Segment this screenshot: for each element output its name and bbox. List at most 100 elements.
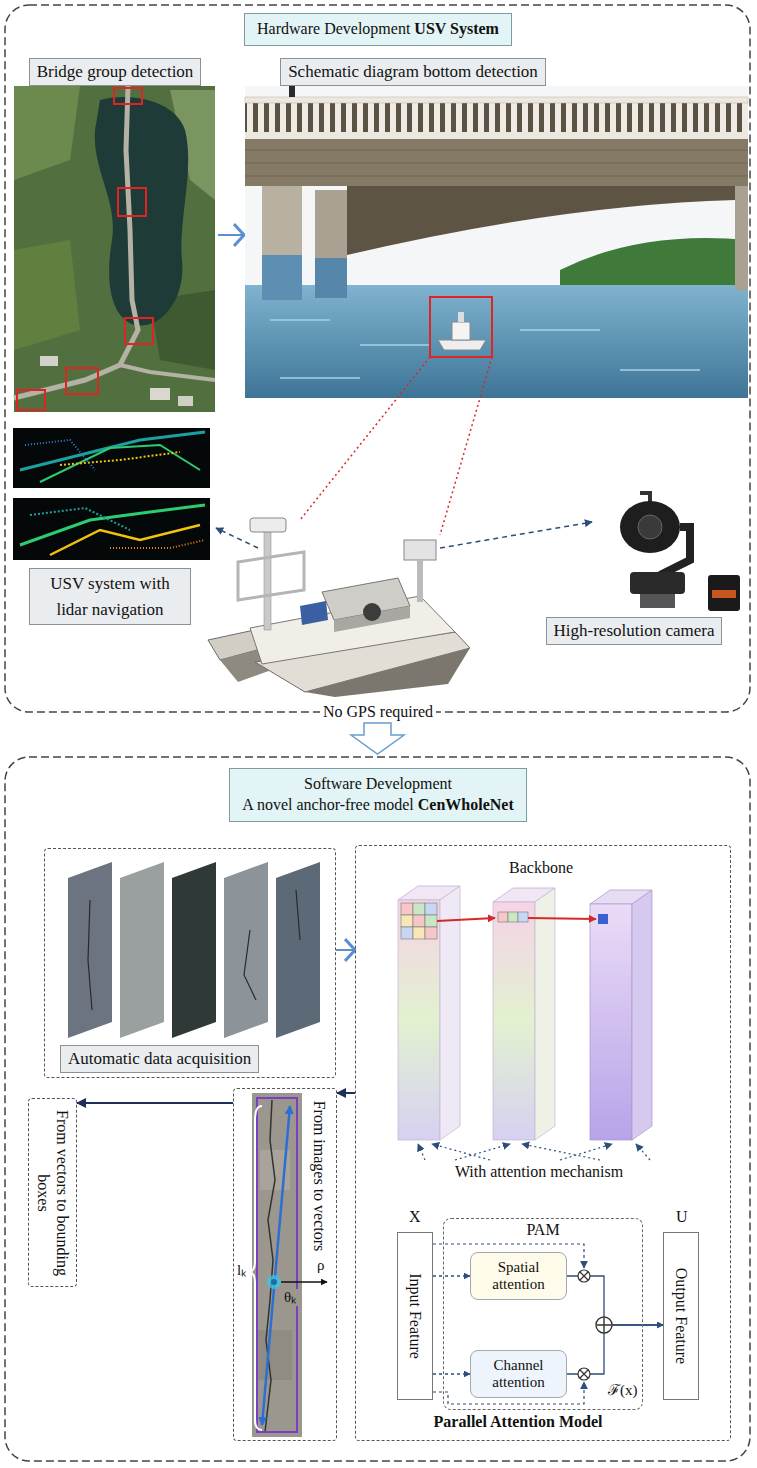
box-label: High-resolution camera <box>546 617 723 645</box>
bridge-render <box>347 186 735 255</box>
crack-image <box>257 1098 297 1432</box>
box-label: Parallel Attention Model <box>434 1413 603 1431</box>
backbone-layers <box>498 912 528 922</box>
leader-line <box>216 357 592 548</box>
box-label: Schematic diagram bottom detection <box>280 58 546 86</box>
satellite-image <box>95 97 188 325</box>
lidar-point-cloud <box>13 428 210 488</box>
sum-symbol <box>597 1318 611 1332</box>
heading-text: A novel anchor-free model <box>242 796 414 813</box>
satellite-image <box>120 365 215 380</box>
satellite-image <box>14 86 215 412</box>
satellite-image <box>17 88 153 410</box>
box-label: Channel attention <box>475 1357 562 1392</box>
multiply-symbol <box>578 1270 590 1380</box>
connector-layer <box>77 235 663 1374</box>
feature-box: Output Feature <box>663 1232 699 1400</box>
attention-arrows <box>560 1144 612 1160</box>
lidar-point-cloud <box>20 505 205 545</box>
crack-image <box>262 1106 290 1425</box>
connector <box>218 234 244 236</box>
usv-boat <box>264 530 271 630</box>
attention-box: Channel attention <box>470 1350 567 1398</box>
usv-boat <box>238 552 304 600</box>
bridge-render <box>245 103 748 132</box>
backbone-layers <box>440 886 460 1140</box>
distance-label: ρ <box>317 1257 325 1274</box>
box-label: Automatic data acquisition <box>60 1045 259 1073</box>
bridge-render <box>438 340 486 350</box>
camera-gimbal <box>620 501 680 553</box>
bridge-render <box>270 320 700 378</box>
lidar-point-cloud <box>50 525 200 555</box>
image-panel: USV system with lidar navigation <box>12 424 212 636</box>
bridge-render <box>262 185 302 300</box>
formula-label: ℱ(x) <box>608 1382 638 1399</box>
bridge-render <box>735 180 748 290</box>
camera-gimbal <box>630 572 685 594</box>
heading-text: Hardware Development <box>257 20 410 37</box>
backbone-layers <box>425 927 437 939</box>
variable-label: X <box>409 1208 421 1226</box>
leader-line <box>440 522 592 548</box>
leader-line <box>216 528 258 548</box>
dashed-panel <box>5 5 750 1461</box>
camera-gimbal <box>660 527 690 575</box>
backbone-layers <box>425 915 437 927</box>
satellite-image <box>66 368 98 394</box>
bridge-render <box>245 86 748 398</box>
down-arrow <box>351 723 404 754</box>
backbone-layers <box>398 886 652 1140</box>
usv-boat <box>417 560 423 602</box>
dashed-group: From vectors to bounding boxes <box>28 1098 77 1287</box>
multiply-symbol <box>578 1270 590 1282</box>
usv-boat <box>250 518 286 532</box>
backbone-layers <box>437 918 495 921</box>
sum-symbol <box>596 1317 612 1333</box>
backbone-layers <box>528 918 596 919</box>
box-label: From vectors to bounding boxes <box>33 1107 71 1279</box>
backbone-layers <box>632 890 652 1140</box>
satellite-image <box>17 390 45 410</box>
backbone-layers <box>493 902 535 1140</box>
bridge-render <box>315 190 347 298</box>
usv-boat <box>305 648 470 697</box>
dashed-panel <box>5 757 750 1461</box>
connector <box>77 1102 233 1104</box>
connector <box>337 1092 355 1094</box>
multiply-symbol <box>580 1272 588 1280</box>
backbone-layers <box>508 912 518 922</box>
backbone-layers <box>425 903 437 915</box>
leader-line <box>440 357 492 535</box>
box-label: With attention mechanism <box>455 1163 623 1181</box>
backbone-layers <box>413 915 425 927</box>
image-stack <box>172 862 216 1038</box>
backbone-layers <box>401 903 437 939</box>
image-stack <box>276 862 320 1038</box>
camera-gimbal <box>620 493 740 611</box>
lidar-point-cloud <box>25 440 95 470</box>
image-stack <box>68 862 112 1038</box>
satellite-image <box>14 240 80 350</box>
backbone-layers <box>535 888 555 1140</box>
attention-box: Spatial attention <box>470 1252 567 1300</box>
connector <box>567 1276 663 1325</box>
usv-boat <box>300 601 328 625</box>
box-label: Bridge group detection <box>29 58 202 86</box>
backbone-layers <box>401 903 413 915</box>
bridge-render <box>245 132 748 139</box>
satellite-image <box>118 188 146 216</box>
bridge-render <box>245 285 748 398</box>
down-arrow <box>351 723 404 754</box>
satellite-image <box>14 86 215 412</box>
satellite-image <box>150 388 170 400</box>
satellite-image <box>125 318 153 344</box>
backbone-layers <box>413 903 425 915</box>
satellite-image <box>40 356 58 366</box>
lidar-point-cloud <box>13 498 210 560</box>
box-label: PAM <box>526 1221 559 1239</box>
backbone-layers <box>401 927 413 939</box>
heading-text: Software Development <box>242 774 514 795</box>
